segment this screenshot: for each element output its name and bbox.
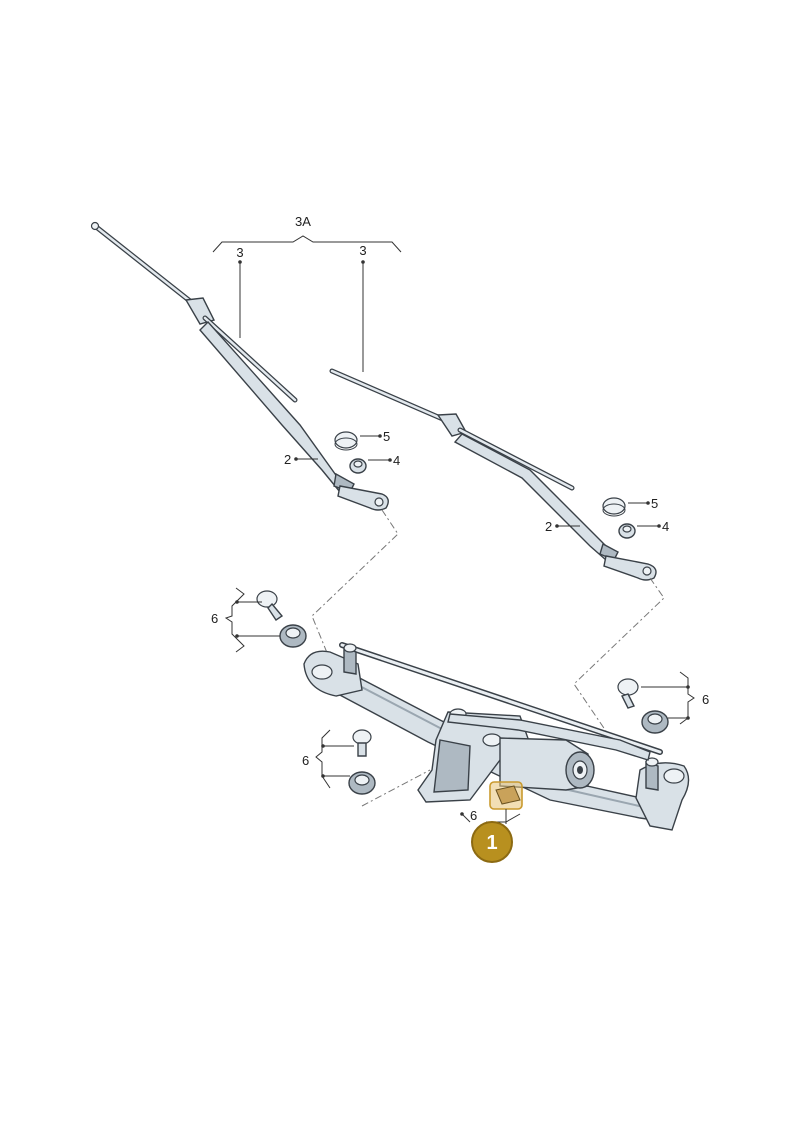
wiper-linkage-frame[interactable]	[303, 642, 690, 831]
right-bolt-group[interactable]	[617, 678, 669, 734]
label-6-right: 6	[702, 692, 709, 707]
right-nut[interactable]	[618, 523, 636, 539]
label-2-right: 2	[545, 519, 552, 534]
label-6-lower-left: 6	[302, 753, 309, 768]
label-4-right: 4	[662, 519, 669, 534]
label-6-upper-left: 6	[211, 611, 218, 626]
lower-left-bolt-group[interactable]	[348, 729, 376, 795]
wiper-motor[interactable]	[499, 737, 595, 791]
left-nut[interactable]	[349, 458, 367, 474]
label-3-left-arm: 3	[236, 245, 243, 260]
right-wiper-arm[interactable]	[329, 368, 657, 581]
left-cap[interactable]	[334, 431, 358, 451]
callout-1-button[interactable]: 1	[471, 821, 513, 863]
label-3a: 3A	[295, 214, 311, 229]
assembly-guide-lines	[311, 509, 665, 807]
label-5-right: 5	[651, 496, 658, 511]
callout-1-number: 1	[486, 832, 497, 854]
left-wiper-arm[interactable]	[90, 221, 389, 511]
label-3-right-arm: 3	[359, 243, 366, 258]
label-5-left: 5	[383, 429, 390, 444]
group-3a-bracket: 3A 3 3	[212, 214, 402, 372]
label-6-bottom: 6	[470, 808, 477, 823]
right-cap[interactable]	[602, 497, 626, 517]
label-4-left: 4	[393, 453, 400, 468]
upper-left-bolt-group[interactable]	[256, 590, 307, 648]
label-2-left: 2	[284, 452, 291, 467]
